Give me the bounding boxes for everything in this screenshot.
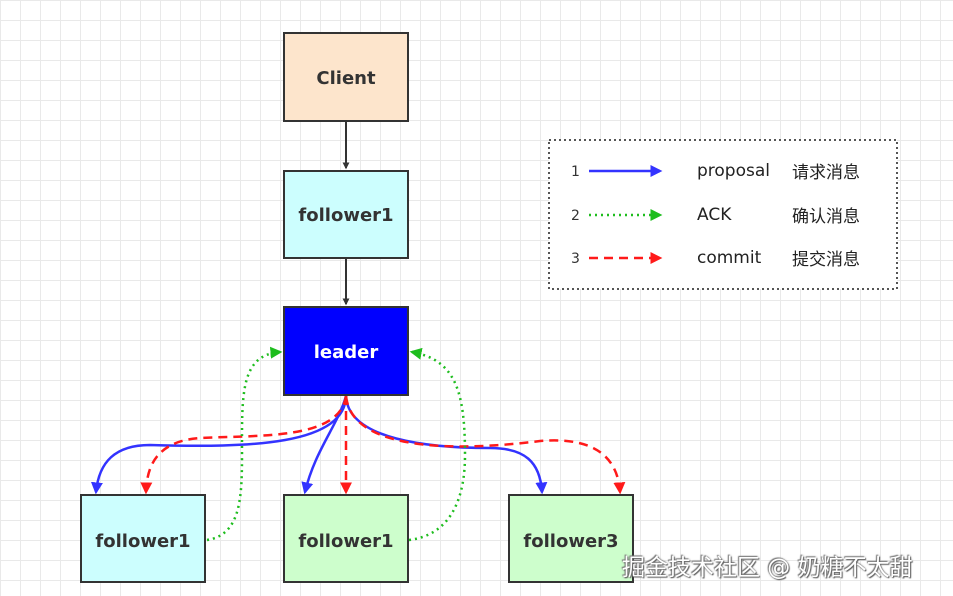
legend-number-1: 1 xyxy=(571,164,580,180)
commit-arrow-left xyxy=(140,395,348,495)
follower-top-node-label: follower1 xyxy=(298,205,393,226)
client-node-label: Client xyxy=(316,68,376,89)
legend-number-2: 2 xyxy=(571,208,580,224)
leader-node: leader xyxy=(283,306,409,396)
commit-arrow-right xyxy=(344,395,626,495)
watermark: 掘金技术社区 @ 奶糖不太甜 xyxy=(622,555,913,581)
follower-bottom-right-node-label: follower3 xyxy=(523,531,618,552)
follower-bottom-left-node-label: follower1 xyxy=(95,531,190,552)
leader-node-label: leader xyxy=(314,342,379,363)
follower-top-node: follower1 xyxy=(283,170,409,259)
follower-bottom-right-node: follower3 xyxy=(508,494,634,583)
legend-item-proposal: 1 proposal 请求消息 xyxy=(571,161,860,183)
legend-item-ack: 2 ACK 确认消息 xyxy=(571,205,860,227)
follower-bottom-left-node: follower1 xyxy=(80,494,206,583)
legend-desc-commit: 提交消息 xyxy=(792,250,860,270)
legend-name-commit: commit xyxy=(697,248,762,268)
legend-item-commit: 3 commit 提交消息 xyxy=(571,248,860,270)
client-node: Client xyxy=(283,32,409,122)
follower-bottom-mid-node-label: follower1 xyxy=(298,531,393,552)
legend-number-3: 3 xyxy=(571,251,580,267)
proposal-arrow-left xyxy=(90,395,348,495)
legend-name-proposal: proposal xyxy=(697,161,770,181)
legend: 1 proposal 请求消息 2 ACK 确认消息 3 commit 提交消息 xyxy=(548,139,898,290)
follower-bottom-mid-node: follower1 xyxy=(283,494,409,583)
legend-desc-ack: 确认消息 xyxy=(792,207,860,227)
proposal-arrow-mid xyxy=(301,395,348,495)
legend-desc-proposal: 请求消息 xyxy=(792,163,860,183)
legend-name-ack: ACK xyxy=(697,205,732,225)
